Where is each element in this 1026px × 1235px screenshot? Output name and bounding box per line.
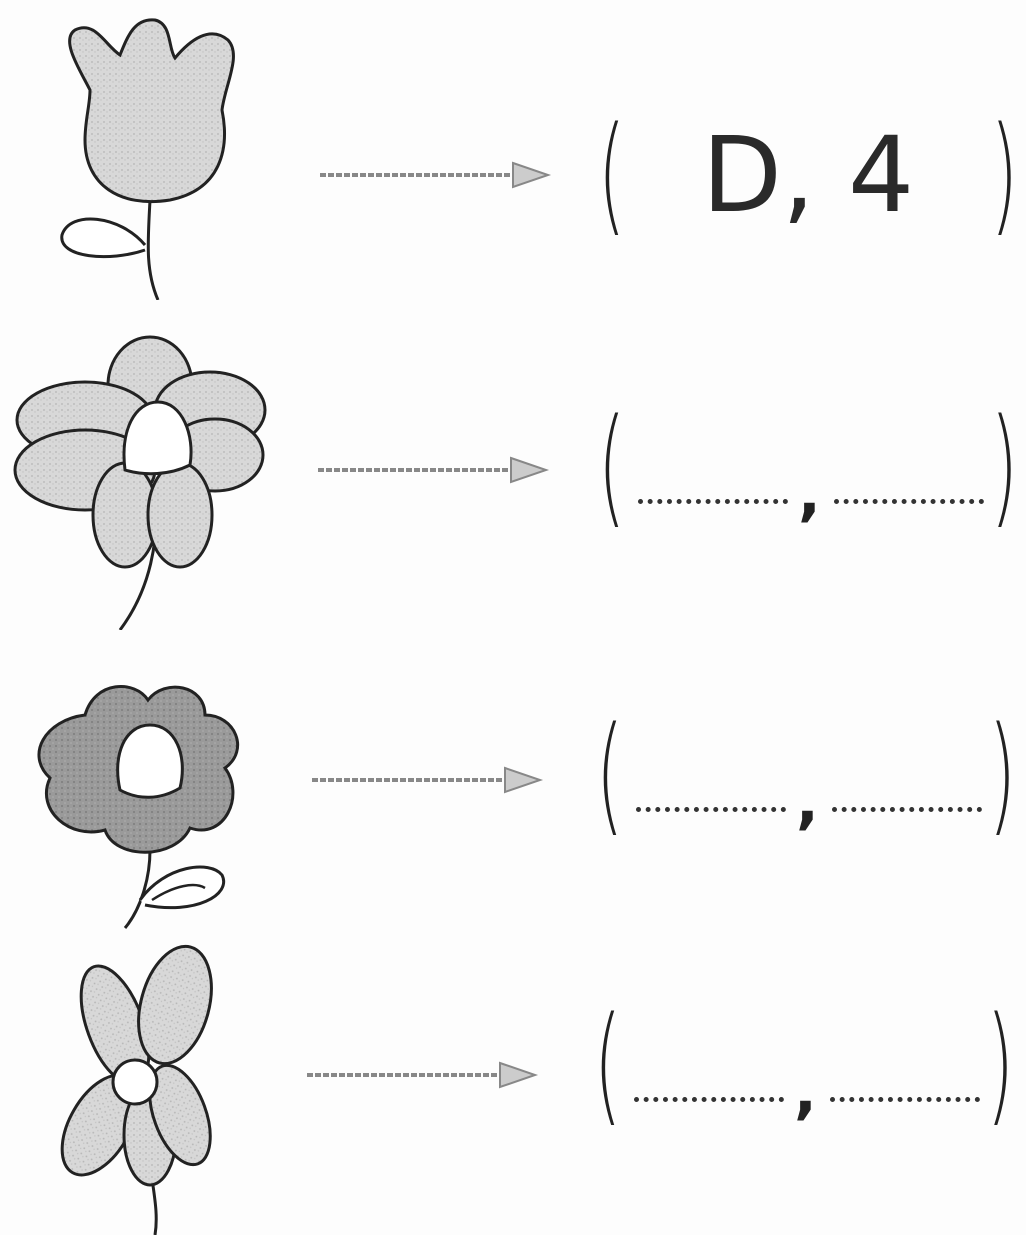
daisy-icon	[13, 335, 267, 630]
coordinate-answer-blank: ( , )	[594, 990, 1014, 1140]
arrow-icon	[312, 766, 544, 794]
coordinate-value: D, 4	[701, 114, 915, 236]
blank-number-slot[interactable]	[832, 803, 982, 812]
open-paren: (	[596, 700, 624, 849]
comma: ,	[794, 1057, 817, 1127]
blank-letter-slot[interactable]	[634, 1093, 784, 1102]
tulip-icon	[60, 18, 235, 300]
open-paren: (	[598, 100, 626, 249]
close-paren: )	[986, 990, 1014, 1139]
row-dark-flower: ( , )	[0, 660, 1026, 960]
coordinate-answer-blank: ( , )	[596, 700, 1016, 850]
open-paren: (	[598, 392, 626, 541]
coordinate-answer-blank: ( , )	[598, 392, 1018, 542]
open-paren: (	[594, 990, 622, 1139]
row-four-petal-flower: ( , )	[0, 935, 1026, 1235]
close-paren: )	[990, 100, 1018, 249]
row-daisy: ( , )	[0, 330, 1026, 630]
close-paren: )	[988, 700, 1016, 849]
close-paren: )	[990, 392, 1018, 541]
row-tulip: ( D, 4 )	[0, 0, 1026, 300]
comma: ,	[798, 459, 821, 529]
arrow-icon	[320, 161, 552, 189]
four-petal-flower-icon	[60, 944, 213, 1235]
dark-flower-icon	[37, 685, 239, 929]
arrow-icon	[318, 456, 550, 484]
blank-letter-slot[interactable]	[636, 803, 786, 812]
blank-number-slot[interactable]	[830, 1093, 980, 1102]
arrow-icon	[307, 1061, 539, 1089]
blank-letter-slot[interactable]	[638, 495, 788, 504]
comma: ,	[796, 767, 819, 837]
blank-number-slot[interactable]	[834, 495, 984, 504]
coordinate-answer: ( D, 4 )	[598, 100, 1018, 250]
